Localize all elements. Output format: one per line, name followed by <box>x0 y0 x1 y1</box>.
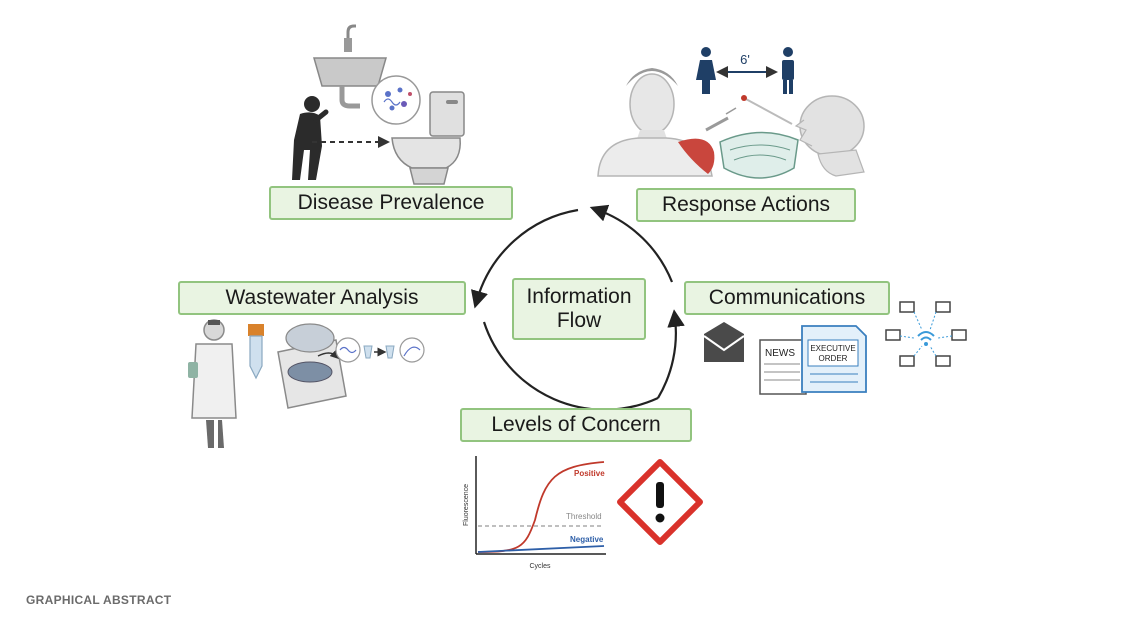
graphical-abstract-footer: GRAPHICAL ABSTRACT <box>26 593 172 607</box>
negative-label: Negative <box>570 535 604 544</box>
hazard-warning-icon <box>617 459 703 545</box>
sample-tube-icon <box>248 324 264 380</box>
social-distance-icon <box>696 47 794 94</box>
chart-xlabel: Cycles <box>529 563 551 570</box>
communications-label: Communications <box>684 281 890 315</box>
centrifuge-icon <box>277 323 347 409</box>
virus-bubble-icon <box>371 75 421 125</box>
sink-icon <box>313 24 387 109</box>
scientist-icon <box>188 319 237 448</box>
distance-label: 6' <box>740 52 750 67</box>
negative-curve <box>477 545 605 553</box>
network-icon <box>885 301 967 367</box>
pcr-workflow-icon <box>335 337 425 363</box>
disease-prevalence-label: Disease Prevalence <box>269 186 513 220</box>
arrow-right-to-top <box>589 204 674 283</box>
mask-icon <box>719 131 799 179</box>
person-sick-icon <box>292 96 329 180</box>
arrow-left-to-bottom <box>482 321 659 411</box>
arrow-top-to-left <box>470 208 579 309</box>
cycle-arrows <box>470 204 685 411</box>
toilet-icon <box>391 91 465 185</box>
news-text: NEWS <box>765 348 795 359</box>
newspaper-icon: NEWS <box>759 339 807 395</box>
email-icon <box>703 322 745 362</box>
patient-vaccination-icon <box>597 68 737 177</box>
arrow-bottom-to-right <box>657 309 685 399</box>
nasal-swab-icon <box>741 95 865 177</box>
chart-ylabel: Fluorescence <box>463 484 470 526</box>
positive-label: Positive <box>574 469 605 478</box>
information-flow-label: Information Flow <box>512 278 646 340</box>
executive-order-icon: EXECUTIVE ORDER <box>801 325 867 393</box>
exec-order-line2: ORDER <box>819 354 848 363</box>
threshold-label: Threshold <box>566 512 602 521</box>
information-flow-line2: Flow <box>556 309 602 332</box>
amplification-curve-chart: Positive Threshold Negative Fluorescence… <box>463 456 606 570</box>
exec-order-line1: EXECUTIVE <box>810 344 855 353</box>
levels-of-concern-label: Levels of Concern <box>460 408 692 442</box>
information-flow-line1: Information <box>526 285 632 308</box>
response-actions-label: Response Actions <box>636 188 856 222</box>
wastewater-analysis-label: Wastewater Analysis <box>178 281 466 315</box>
